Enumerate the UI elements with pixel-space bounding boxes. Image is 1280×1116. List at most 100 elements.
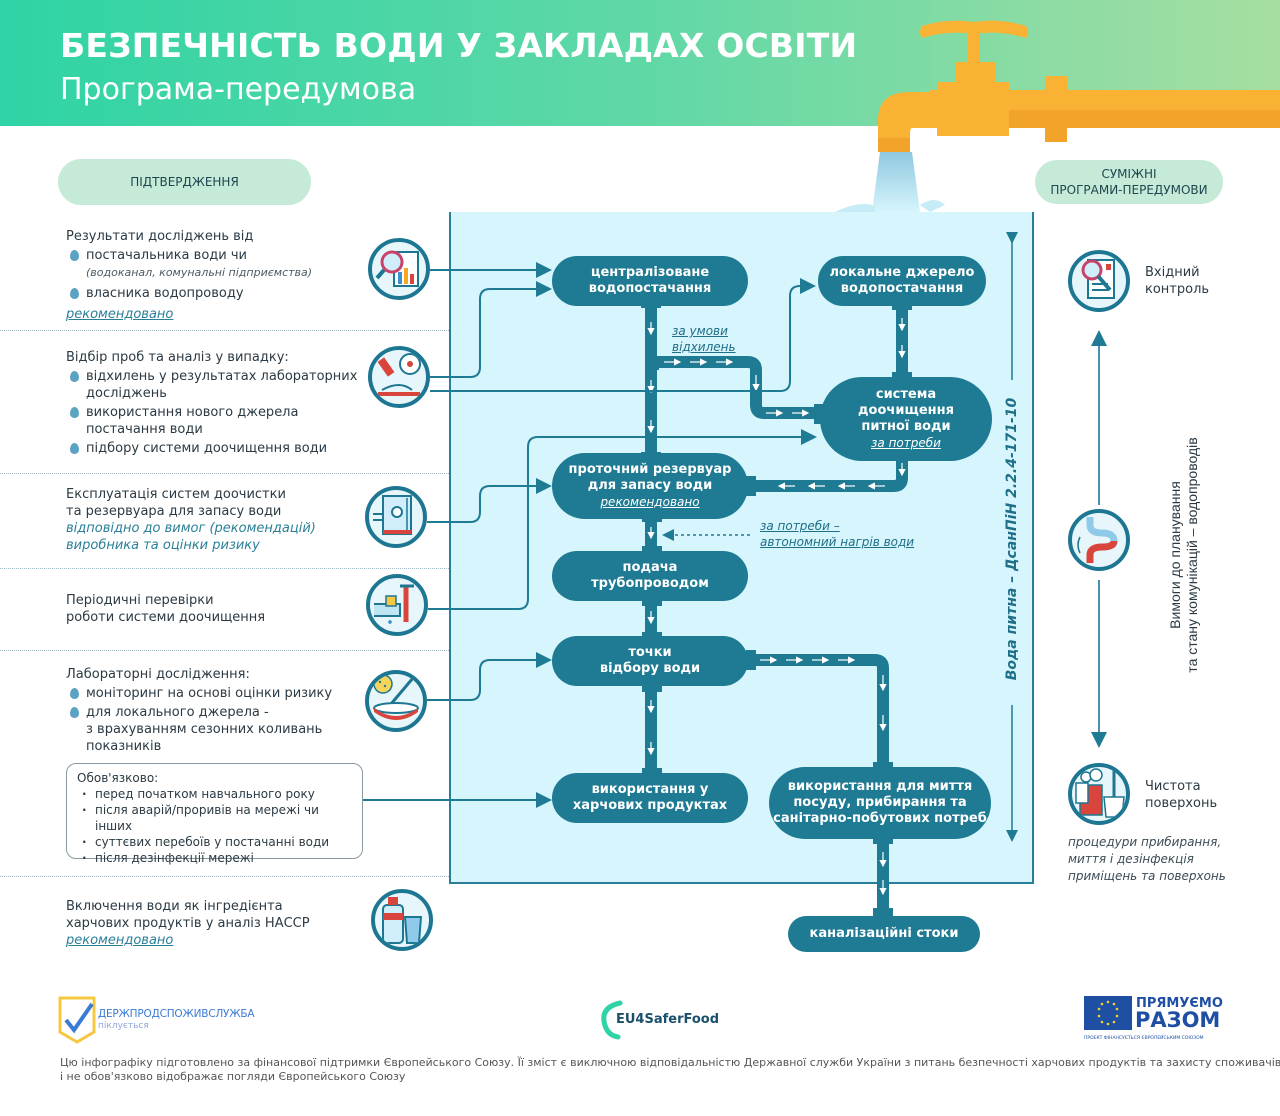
pryamuemo-razom-logo: ПРЯМУЄМО РАЗОМ ПРОЕКТ ФІНАНСУЄТЬСЯ ЄВРОП… bbox=[1084, 996, 1224, 1046]
annotation-line: автономний нагрів води bbox=[760, 535, 915, 549]
connector-lab-to-points bbox=[427, 652, 552, 701]
drinking-water-standard-label: Вода питна – ДсанПіН 2.2.4-171-10 bbox=[1004, 389, 1020, 689]
connector-sampling-to-central bbox=[430, 281, 552, 378]
left-item-sampling: Відбір проб та аналіз у випадку: відхиле… bbox=[66, 349, 366, 457]
water-tap-icon bbox=[835, 20, 1280, 212]
together-line1: ПРЯМУЄМО bbox=[1136, 996, 1223, 1011]
bullet-item: підбору системи доочищення води bbox=[66, 440, 366, 457]
operation-note: виробника та оцінки ризику bbox=[66, 538, 260, 553]
pipe-points-to-washing bbox=[750, 654, 889, 770]
bullet-item: постачальника води чи bbox=[66, 247, 366, 264]
node-use-for-washing: використання для миття посуду, прибиранн… bbox=[769, 767, 991, 839]
dpss-shield-icon bbox=[58, 996, 96, 1044]
connector-checks-to-treatment bbox=[428, 429, 817, 610]
water-tank-icon bbox=[365, 486, 427, 548]
left-item-research-results: Результати досліджень від постачальника … bbox=[66, 228, 366, 323]
standard-label-text: Вода питна – ДсанПіН 2.2.4-171-10 bbox=[1004, 397, 1020, 681]
item-heading: Періодичні перевірки bbox=[66, 593, 214, 608]
related-programs-header-line2: ПРОГРАМИ-ПЕРЕДУМОВИ bbox=[1050, 183, 1208, 197]
eu-flag-icon bbox=[1084, 996, 1132, 1030]
header-banner: БЕЗПЕЧНІСТЬ ВОДИ У ЗАКЛАДАХ ОСВІТИ Прогр… bbox=[0, 0, 1280, 126]
recommended-note: рекомендовано bbox=[66, 307, 174, 322]
operation-note: відповідно до вимог (рекомендацій) bbox=[66, 521, 316, 536]
item-heading: Лабораторні дослідження: bbox=[66, 667, 250, 682]
bullet-item: власника водопроводу bbox=[66, 285, 366, 302]
node-local-water-source: локальне джерело водопостачання bbox=[818, 256, 986, 306]
mandatory-item: після дезінфекції мережі bbox=[77, 850, 352, 866]
node-water-sampling-points: точки відбору води bbox=[552, 636, 748, 686]
document-magnifier-icon bbox=[1068, 250, 1130, 312]
item-heading: харчових продуктів у аналіз НАССР bbox=[66, 916, 310, 931]
node-line: питної води bbox=[861, 419, 951, 434]
pipes-icon bbox=[1068, 509, 1130, 571]
petri-dish-pipette-icon bbox=[365, 670, 427, 732]
note-line: процедури прибирання, bbox=[1068, 835, 1222, 849]
node-sewage: каналізаційні стоки bbox=[788, 916, 980, 952]
eu-stars bbox=[1097, 1000, 1119, 1026]
disclaimer-line: Цю інфографіку підготовлено за фінансово… bbox=[60, 1056, 1280, 1069]
eu4saferfood-logo: EU4SaferFood bbox=[598, 997, 738, 1041]
node-line: харчових продуктах bbox=[572, 798, 728, 813]
node-line: подача bbox=[622, 560, 678, 575]
node-use-in-food: використання у харчових продуктах bbox=[552, 773, 748, 823]
cleaning-supplies-icon bbox=[1068, 763, 1130, 825]
confirmation-header: ПІДТВЕРДЖЕННЯ bbox=[58, 159, 311, 205]
pipe-deviation-to-treatment bbox=[651, 356, 822, 419]
node-line: використання для миття bbox=[787, 779, 973, 794]
bullet-item: відхилень у результатах лабораторних дос… bbox=[66, 368, 366, 402]
label-line: Чистота bbox=[1145, 779, 1201, 794]
node-line: каналізаційні стоки bbox=[809, 926, 959, 941]
heating-annotation: за потреби – автономний нагрів води bbox=[760, 518, 914, 550]
node-pipeline-supply: подача трубопроводом bbox=[552, 551, 748, 601]
recommended-note: рекомендовано bbox=[66, 933, 174, 948]
node-note: рекомендовано bbox=[600, 495, 700, 509]
funding-disclaimer: Цю інфографіку підготовлено за фінансово… bbox=[60, 1056, 1280, 1084]
item-heading: Відбір проб та аналіз у випадку: bbox=[66, 350, 289, 365]
section-divider bbox=[0, 473, 449, 474]
together-line2: РАЗОМ bbox=[1135, 1008, 1221, 1032]
node-line: доочищення bbox=[858, 403, 954, 418]
bullet-continuation: показників bbox=[86, 739, 162, 754]
mandatory-title: Обов'язково: bbox=[77, 771, 159, 785]
incoming-control-label: Вхідний контроль bbox=[1145, 264, 1209, 298]
item-heading: Включення води як інгредієнта bbox=[66, 899, 283, 914]
page-subtitle: Програма-передумова bbox=[60, 72, 417, 107]
node-line: централізоване bbox=[590, 265, 710, 280]
page-title: БЕЗПЕЧНІСТЬ ВОДИ У ЗАКЛАДАХ ОСВІТИ bbox=[60, 26, 858, 65]
node-line: водопостачання bbox=[588, 281, 712, 296]
dpss-name: ДЕРЖПРОДСПОЖИВСЛУЖБА bbox=[98, 1008, 255, 1020]
note-line: миття і дезінфекція bbox=[1068, 852, 1194, 866]
annotation-line: відхилень bbox=[672, 340, 736, 354]
related-programs-header-line1: СУМІЖНІ bbox=[1101, 167, 1157, 181]
related-programs-header: СУМІЖНІ ПРОГРАМИ-ПЕРЕДУМОВИ bbox=[1035, 160, 1223, 204]
bullet-item: для локального джерела - bbox=[66, 704, 366, 721]
node-line: локальне джерело bbox=[829, 265, 975, 280]
node-line: точки bbox=[628, 645, 672, 660]
bullet-note: (водоканал, комунальні підприємства) bbox=[86, 266, 313, 279]
mandatory-item: після аварій/проривів на мережі чи інших bbox=[77, 802, 352, 834]
together-tagline: ПРОЕКТ ФІНАНСУЄТЬСЯ ЄВРОПЕЙСЬКИМ СОЮЗОМ bbox=[1084, 1036, 1204, 1041]
label-line: Вхідний bbox=[1145, 265, 1200, 280]
item-heading: Результати досліджень від bbox=[66, 229, 254, 244]
node-line: водопостачання bbox=[840, 281, 964, 296]
item-heading: роботи системи доочищення bbox=[66, 610, 266, 625]
annotation-line: за потреби – bbox=[760, 519, 840, 533]
eu4saferfood-name: EU4SaferFood bbox=[616, 1012, 720, 1027]
item-heading: Експлуатація систем доочистки bbox=[66, 487, 286, 502]
node-central-water-supply: централізоване водопостачання bbox=[552, 256, 748, 306]
section-divider bbox=[0, 650, 449, 651]
node-line: система bbox=[875, 387, 937, 402]
mandatory-box: Обов'язково: перед початком навчального … bbox=[66, 763, 363, 866]
eu4saferfood-swirl-icon bbox=[601, 1000, 623, 1040]
node-line: трубопроводом bbox=[591, 576, 709, 591]
disclaimer-line: і не обов'язково відображає погляди Євро… bbox=[60, 1070, 406, 1083]
water-bottle-glass-icon bbox=[371, 889, 433, 951]
node-line: проточний резервуар bbox=[568, 462, 732, 477]
section-divider bbox=[0, 876, 449, 877]
section-divider bbox=[0, 568, 449, 569]
left-item-periodic-checks: Періодичні перевірки роботи системи дооч… bbox=[66, 592, 366, 626]
mandatory-item: перед початком навчального року bbox=[77, 786, 352, 802]
label-line: поверхонь bbox=[1145, 796, 1218, 811]
pipe-wrench-icon bbox=[366, 574, 428, 636]
dpss-logo: ДЕРЖПРОДСПОЖИВСЛУЖБА піклується bbox=[58, 996, 258, 1044]
